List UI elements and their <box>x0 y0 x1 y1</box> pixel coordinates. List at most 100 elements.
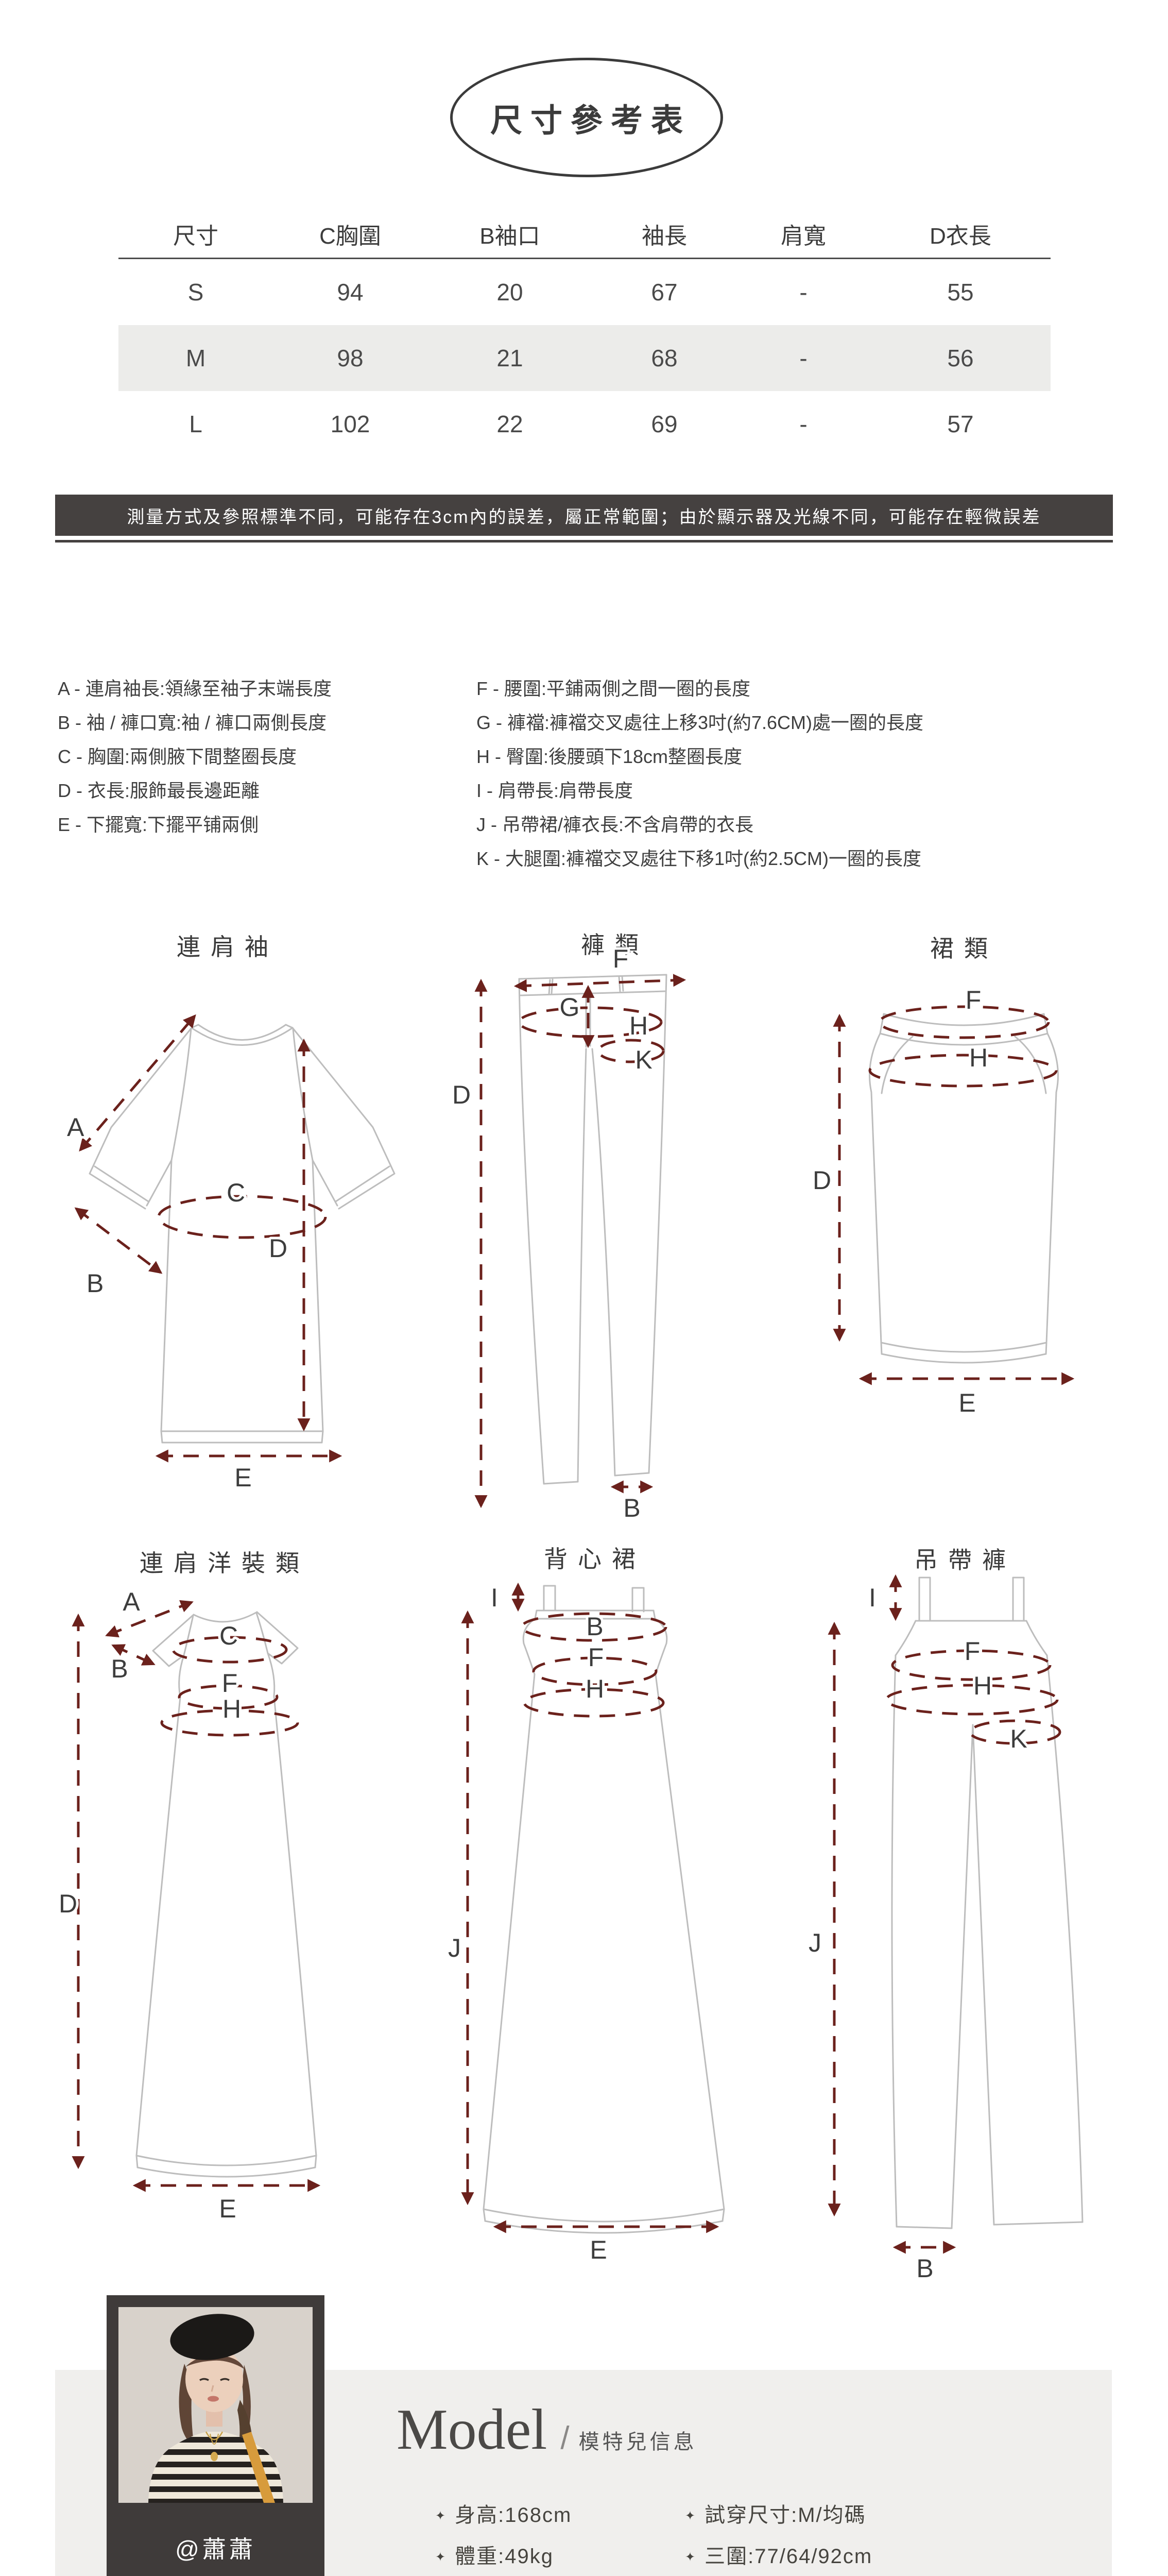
stat-weight: ✦體重:49kg <box>435 2539 685 2569</box>
cell: 57 <box>947 411 974 437</box>
diagram-title-pants: 褲類 <box>581 931 649 958</box>
stat-text: 身高:168cm <box>455 2504 572 2527</box>
title-oval: 尺寸參考表 <box>450 58 723 177</box>
skirt-outline <box>869 1013 1059 1364</box>
measure-label: A <box>67 1113 84 1142</box>
measure-label: B <box>111 1654 128 1683</box>
size-table: 尺寸 C胸圍 B袖口 袖長 肩寬 D衣長 S 94 20 67 - 55 M 9… <box>118 210 1051 457</box>
overalls-outline <box>891 1577 1084 2229</box>
right-eye <box>220 2378 230 2381</box>
measure-label: J <box>448 1934 461 1962</box>
cell: 102 <box>330 411 370 437</box>
stat-fitting-size: ✦ 試穿尺寸:M/均碼 <box>685 2498 872 2528</box>
diagram-title-raglan-top: 連肩袖 <box>177 934 279 960</box>
cell: - <box>799 345 808 371</box>
skirt-measures <box>833 1005 1075 1385</box>
cell: - <box>799 279 808 306</box>
measure-label: D <box>59 1889 77 1918</box>
cell: 21 <box>496 345 523 371</box>
legend-item: G - 褲襠:褲襠交叉處往上移3吋(約7.6CM)處一圈的長度 <box>476 712 924 733</box>
cell: L <box>189 411 202 437</box>
model-heading-zh: 模特兒信息 <box>578 2431 697 2453</box>
cell: 55 <box>947 279 974 306</box>
legend-item: I - 肩帶長:肩帶長度 <box>476 780 633 801</box>
vest-measures <box>461 1582 719 2233</box>
measure-label: G <box>560 993 580 1022</box>
diagram-title-vest-dress: 背心裙 <box>544 1546 646 1572</box>
measure-label: E <box>958 1388 975 1417</box>
stat-text: 試穿尺寸:M/均碼 <box>705 2504 866 2527</box>
legend-item: E - 下擺寬:下擺平铺兩側 <box>58 814 259 835</box>
measure-label: B <box>87 1269 104 1298</box>
model-photo <box>118 2307 313 2503</box>
sparkle-icon: ✦ <box>435 2509 447 2523</box>
measure-label: D <box>269 1234 287 1263</box>
sparkle-icon: ✦ <box>685 2509 697 2523</box>
model-photo-frame: @蕭蕭 <box>107 2295 324 2576</box>
legend-item: F - 腰圍:平鋪兩側之間一圈的長度 <box>476 678 750 699</box>
measure-label: A <box>123 1587 140 1616</box>
measure-label: E <box>590 2235 607 2264</box>
pendant <box>211 2452 218 2461</box>
diagram-title-raglan-dress: 連肩洋裝類 <box>140 1550 310 1577</box>
diagram-title-skirt: 裙類 <box>930 935 998 962</box>
beret <box>170 2314 254 2360</box>
measure-label: F <box>613 944 629 973</box>
legend-item: D - 衣長:服飾最長邊距離 <box>58 780 260 801</box>
measure-label: F <box>966 986 982 1014</box>
measure-label: J <box>809 1928 821 1957</box>
skirt-diagram: F H D E <box>810 983 1075 1420</box>
size-table-header: 尺寸 C胸圍 B袖口 袖長 肩寬 D衣長 <box>118 210 1051 259</box>
model-heading-separator: / <box>560 2420 570 2456</box>
stat-text: 體重:49kg <box>455 2545 554 2568</box>
stat-height: ✦ 身高:168cm <box>435 2498 685 2528</box>
page-title: 尺寸參考表 <box>490 103 691 139</box>
measurement-notice-banner: 測量方式及參照標準不同，可能存在3cm內的誤差，屬正常範圍；由於顯示器及光線不同… <box>55 495 1113 536</box>
measure-label: I <box>869 1583 876 1612</box>
cell: - <box>799 411 808 437</box>
model-handle: @蕭蕭 <box>175 2536 256 2563</box>
col-header: 袖長 <box>642 224 687 249</box>
stat-text: 三圍:77/64/92cm <box>705 2545 873 2568</box>
table-row-l: L 102 22 69 - 57 <box>118 391 1051 457</box>
bag-strap <box>242 2432 275 2503</box>
cell: 69 <box>651 411 678 437</box>
legend-left-column: A - 連肩袖長:領緣至袖子末端長度 B - 袖 / 褲口寬:袖 / 褲口兩側長… <box>58 672 332 842</box>
notice-text: 測量方式及參照標準不同，可能存在3cm內的誤差，屬正常範圍；由於顯示器及光線不同… <box>127 507 1041 527</box>
table-row-s: S 94 20 67 - 55 <box>118 259 1051 325</box>
pants-measures <box>474 974 686 1509</box>
legend-item: H - 臀圍:後腰頭下18cm整圈長度 <box>476 746 743 767</box>
model-heading-en: Model <box>397 2398 547 2462</box>
cell: 67 <box>651 279 678 306</box>
legend-right-column: F - 腰圍:平鋪兩側之間一圈的長度 G - 褲襠:褲襠交叉處往上移3吋(約7.… <box>476 672 923 876</box>
col-header: 尺寸 <box>173 224 218 249</box>
measure-label: F <box>965 1637 981 1666</box>
legend-item: K - 大腿圍:褲襠交叉處往下移1吋(約2.5CM)一圈的長度 <box>476 848 922 869</box>
cell: 22 <box>496 411 523 437</box>
raglan-dress-diagram: A B C F H D E <box>56 1585 321 2226</box>
tshirt-measures <box>74 1014 342 1463</box>
dress-outline <box>135 1611 317 2178</box>
lips <box>208 2396 219 2402</box>
cell: S <box>187 279 204 306</box>
legend-item: B - 袖 / 褲口寬:袖 / 褲口兩側長度 <box>58 712 327 733</box>
stat-measurements: ✦三圍:77/64/92cm <box>685 2539 872 2569</box>
legend-item: A - 連肩袖長:領緣至袖子末端長度 <box>58 678 332 699</box>
measure-label: I <box>491 1583 498 1612</box>
dress-measures <box>72 1600 321 2192</box>
measure-label: D <box>813 1166 831 1195</box>
model-heading: Model / 模特兒信息 <box>397 2397 697 2463</box>
cell: 98 <box>337 345 364 371</box>
pants-diagram: F G H K D B <box>450 942 686 1525</box>
measure-label: K <box>1010 1724 1027 1753</box>
measure-label: E <box>234 1463 251 1489</box>
measure-label: H <box>969 1043 988 1072</box>
col-header: C胸圍 <box>319 224 381 249</box>
col-header: D衣長 <box>930 224 991 249</box>
overalls-measures <box>828 1574 1061 2254</box>
left-eye <box>199 2378 209 2381</box>
cell: 68 <box>651 345 678 371</box>
cell: M <box>185 345 206 371</box>
measure-label: F <box>588 1643 604 1672</box>
overalls-diagram: I F H K J B <box>806 1574 1084 2282</box>
